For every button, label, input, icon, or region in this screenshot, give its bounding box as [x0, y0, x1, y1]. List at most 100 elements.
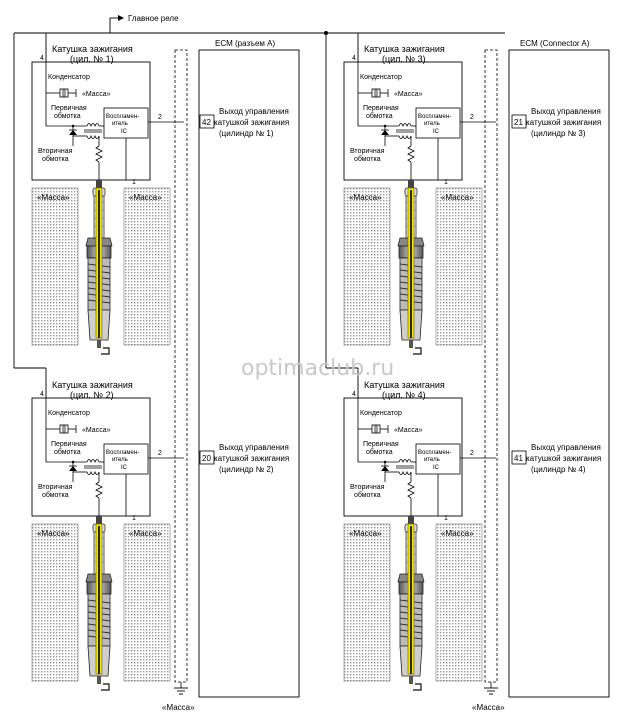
- ecm-box-left: [198, 49, 300, 698]
- ground-block-right-cyl1: [123, 187, 171, 346]
- ecm-pin-box-cyl4: [511, 450, 527, 465]
- secondary-winding-label: Вторичная: [38, 148, 73, 155]
- ecm-output-label2-cyl2: катушкой зажигания: [214, 454, 289, 463]
- ground-label-right-cyl3: «Масса»: [441, 193, 474, 202]
- ecm-box-right: [508, 49, 610, 698]
- terminal-2: 2: [470, 450, 474, 457]
- ecm-pin-box-cyl2: [199, 450, 215, 465]
- primary-winding-label-2: обмотка: [366, 112, 393, 120]
- ecm-output-cylinder-cyl1: (цилиндр № 1): [219, 129, 274, 138]
- coil-cylinder-cyl1: (цил. № 1): [70, 54, 114, 64]
- terminal-1: 1: [132, 515, 136, 522]
- coil-group-cyl3: Катушка зажигания(цил. № 3)Конденсатор«М…: [343, 44, 601, 355]
- ground-block-left-cyl3: [343, 187, 391, 346]
- ground-block-left-cyl4: [343, 523, 391, 682]
- spark-plug-cyl2: [85, 515, 113, 691]
- ecm-pin-cyl1: 42: [202, 118, 211, 127]
- ground-label-right-cyl2: «Масса»: [129, 529, 162, 538]
- igniter-label-2: итель: [112, 457, 128, 463]
- primary-winding-label: Первичная: [363, 105, 399, 112]
- coil-title-cyl2: Катушка зажигания: [52, 380, 133, 390]
- spark-plug-cyl4: [397, 515, 425, 691]
- spark-plug-cyl3: [397, 179, 425, 355]
- shield-ground-label-right: «Масса»: [472, 703, 505, 712]
- coil-cylinder-cyl2: (цил. № 2): [70, 390, 114, 400]
- main-relay-label: Главное реле: [128, 14, 179, 23]
- coil-mass-label: «Масса»: [82, 427, 111, 434]
- spark-plug-cyl1: [85, 179, 113, 355]
- ecm-output-cylinder-cyl4: (цилиндр № 4): [531, 465, 586, 474]
- ground-label-left-cyl4: «Масса»: [349, 529, 382, 538]
- coil-group-cyl2: Катушка зажигания(цил. № 2) Конденсатор «М…: [31, 380, 289, 691]
- igniter-ic-label: IC: [433, 129, 440, 135]
- secondary-winding-label-2: обмотка: [42, 491, 69, 499]
- condenser-label: Конденсатор: [48, 410, 90, 417]
- igniter-label-2: итель: [112, 121, 128, 127]
- primary-winding-label-2: обмотка: [54, 448, 81, 456]
- coil-mass-label: «Масса»: [394, 91, 423, 98]
- ecm-pin-cyl4: 41: [514, 454, 523, 463]
- igniter-label: Воспламен-: [418, 114, 451, 120]
- shield-ground-label-left: «Масса»: [162, 703, 195, 712]
- ground-block-left-cyl2: [31, 523, 79, 682]
- condenser-label: Конденсатор: [360, 410, 402, 417]
- ecm-output-label2-cyl4: катушкой зажигания: [526, 454, 601, 463]
- primary-winding-label: Первичная: [363, 441, 399, 448]
- coil-title-cyl3: Катушка зажигания: [364, 44, 445, 54]
- secondary-winding-label-2: обмотка: [354, 155, 381, 163]
- primary-winding-label-2: обмотка: [54, 112, 81, 120]
- coil-cylinder-cyl4: (цил. № 4): [382, 390, 426, 400]
- ecm-output-label2-cyl1: катушкой зажигания: [214, 118, 289, 127]
- ground-label-right-cyl1: «Масса»: [129, 193, 162, 202]
- coil-title-cyl1: Катушка зажигания: [52, 44, 133, 54]
- ecm-output-label-cyl2: Выход управления: [219, 443, 289, 452]
- ecm-output-label-cyl3: Выход управления: [531, 107, 601, 116]
- igniter-label: Воспламен-: [106, 114, 139, 120]
- terminal-4: 4: [40, 55, 44, 62]
- ecm-pin-box-cyl1: [199, 114, 215, 129]
- ground-label-left-cyl1: «Масса»: [37, 193, 70, 202]
- igniter-ic-label: IC: [121, 465, 128, 471]
- ecm-pin-cyl2: 20: [202, 454, 211, 463]
- primary-winding-label: Первичная: [51, 105, 87, 112]
- condenser-label: Конденсатор: [48, 74, 90, 81]
- ecm-pin-cyl3: 21: [514, 118, 523, 127]
- terminal-2: 2: [470, 114, 474, 121]
- terminal-1: 1: [444, 179, 448, 186]
- coil-cylinder-cyl3: (цил. № 3): [382, 54, 426, 64]
- ground-block-right-cyl2: [123, 523, 171, 682]
- igniter-label-2: итель: [424, 121, 440, 127]
- coil-group-cyl4: Катушка зажигания(цил. № 4)Конденсатор«М…: [343, 380, 601, 691]
- igniter-label-2: итель: [424, 457, 440, 463]
- ground-block-left-cyl1: [31, 187, 79, 346]
- ecm-output-label-cyl4: Выход управления: [531, 443, 601, 452]
- primary-winding-label: Первичная: [51, 441, 87, 448]
- igniter-ic-label: IC: [121, 129, 128, 135]
- igniter-ic-label: IC: [433, 465, 440, 471]
- coil-mass-label: «Масса»: [82, 91, 111, 98]
- ecm-pin-box-cyl3: [511, 114, 527, 129]
- secondary-winding-label: Вторичная: [350, 484, 385, 491]
- secondary-winding-label-2: обмотка: [354, 491, 381, 499]
- ecm-output-label2-cyl3: катушкой зажигания: [526, 118, 601, 127]
- coil-group-cyl1: Катушка зажигания(цил. № 1) Конденсатор «М…: [31, 44, 289, 355]
- watermark-text: optimaclub.ru: [241, 356, 394, 381]
- secondary-winding-label: Вторичная: [38, 484, 73, 491]
- primary-winding-label-2: обмотка: [366, 448, 393, 456]
- shield-columns: [174, 49, 498, 695]
- terminal-4: 4: [40, 391, 44, 398]
- ecm-label-right: ECM (Connector A): [520, 39, 590, 48]
- ground-label-left-cyl3: «Масса»: [349, 193, 382, 202]
- terminal-1: 1: [132, 179, 136, 186]
- ecm-label-left: ECM (разъем A): [215, 39, 275, 48]
- secondary-winding-label: Вторичная: [350, 148, 385, 155]
- ground-block-right-cyl4: [435, 523, 483, 682]
- ecm-output-cylinder-cyl3: (цилиндр № 3): [531, 129, 586, 138]
- terminal-2: 2: [158, 450, 162, 457]
- igniter-label: Воспламен-: [418, 450, 451, 456]
- coil-mass-label: «Масса»: [394, 427, 423, 434]
- terminal-2: 2: [158, 114, 162, 121]
- main-relay-bus: [13, 15, 505, 398]
